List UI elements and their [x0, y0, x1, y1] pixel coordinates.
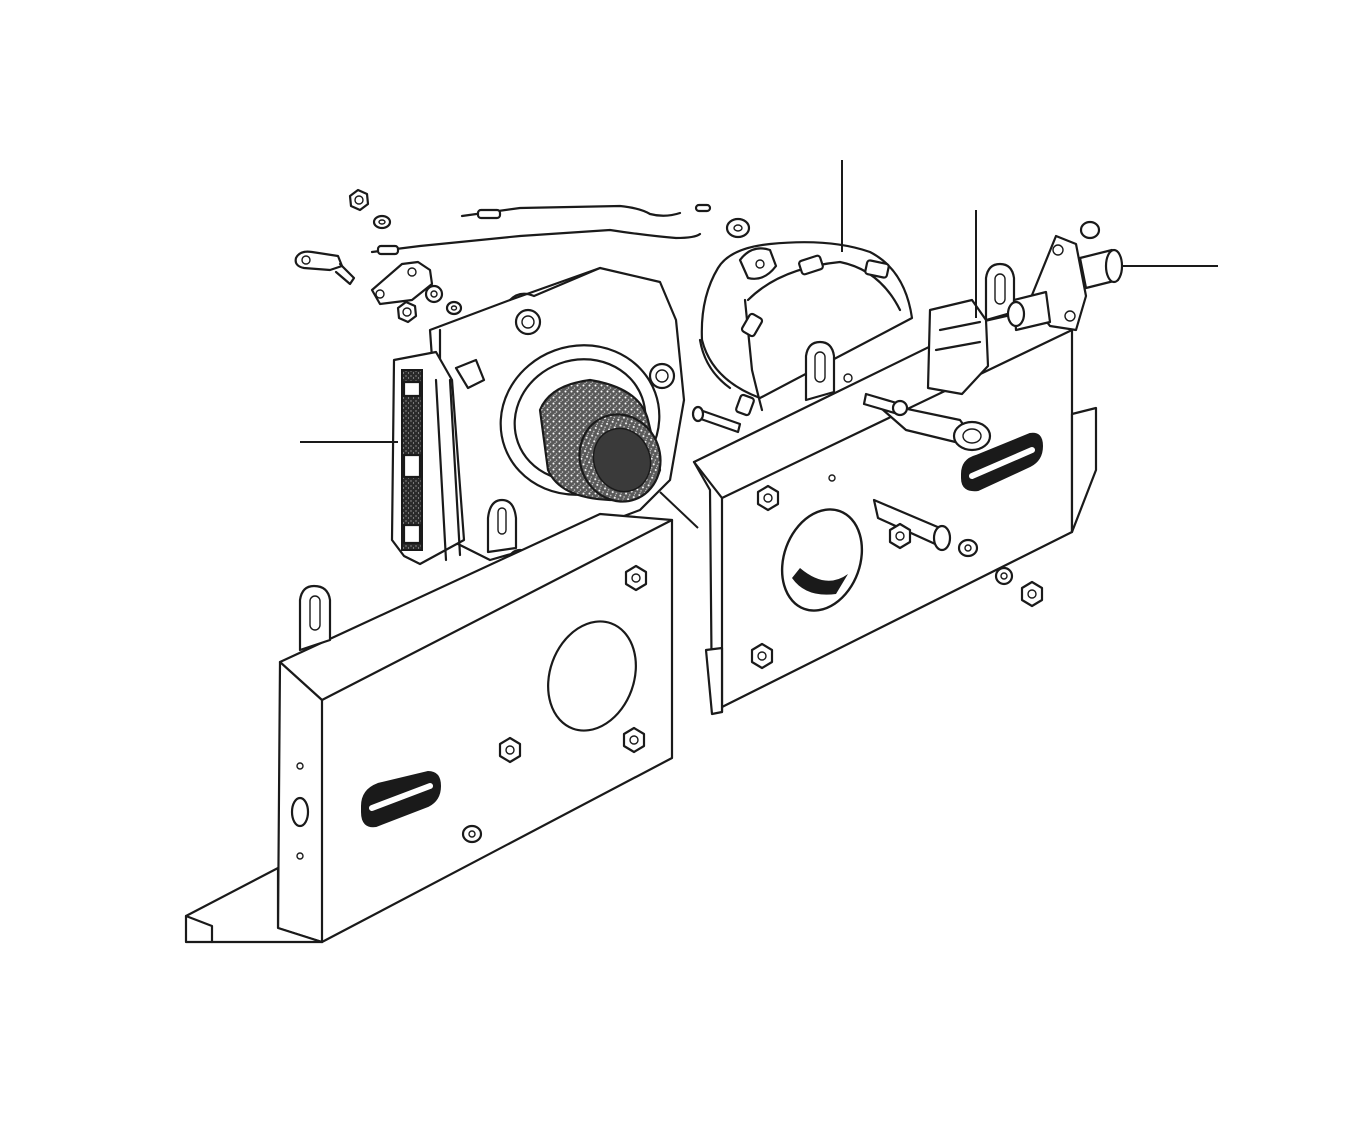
valve-flange: [1006, 220, 1124, 332]
motor-cover: [698, 241, 914, 417]
pin: [694, 203, 712, 213]
cable-lower: [370, 228, 702, 256]
nut: [750, 642, 774, 670]
nut: [888, 522, 912, 550]
nut: [994, 566, 1014, 586]
washer: [445, 300, 463, 316]
washer: [461, 824, 483, 844]
link-bracket: [370, 260, 434, 306]
hardware-group: [294, 188, 751, 324]
leader-line: [659, 491, 699, 529]
mounting-hole: [648, 362, 676, 390]
foam-sleeve: [538, 378, 662, 503]
leader-lines: [300, 160, 1218, 529]
clip: [294, 250, 356, 286]
left-bracket-plate: [184, 512, 674, 944]
nut: [424, 284, 444, 304]
cover-clip: [738, 247, 778, 280]
right-bracket-plate: [692, 262, 1098, 716]
bolt: [691, 405, 742, 434]
filter-clip: [454, 358, 486, 390]
mounting-hole: [514, 308, 542, 336]
nut: [348, 188, 370, 212]
nut: [498, 736, 522, 764]
bushing: [725, 217, 751, 239]
bolt: [862, 392, 909, 417]
slot-tab: [486, 498, 518, 554]
nut: [756, 484, 780, 512]
washer: [372, 214, 392, 230]
nut: [622, 726, 646, 754]
nut: [396, 300, 418, 324]
filter-element: [390, 350, 486, 566]
cable-upper: [460, 204, 682, 220]
nut: [624, 564, 648, 592]
washer: [957, 538, 979, 558]
nut: [1020, 580, 1044, 608]
